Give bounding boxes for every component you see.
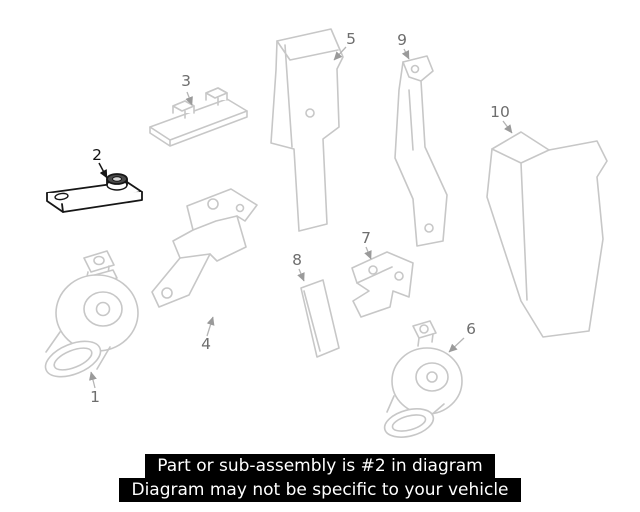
leader-arrow-5: [333, 46, 347, 61]
leader-arrow-3: [185, 91, 193, 106]
leader-arrow-2: [98, 162, 108, 179]
part-2-grommet: [106, 173, 128, 191]
part-4-bracket: [151, 188, 258, 308]
caption-line-2: Diagram may not be specific to your vehi…: [119, 478, 521, 502]
part-6-horn: [383, 320, 463, 438]
leader-arrow-4: [206, 316, 215, 337]
part-2-bracket-highlighted: [46, 173, 143, 213]
part-label-9: 9: [397, 31, 407, 49]
leader-arrow-8: [297, 268, 305, 282]
caption-line-1: Part or sub-assembly is #2 in diagram: [145, 454, 495, 478]
part-label-10: 10: [490, 103, 510, 121]
caption-banner-row-2: Diagram may not be specific to your vehi…: [0, 478, 640, 502]
part-7-angle-bracket: [351, 251, 414, 318]
leader-arrow-10: [502, 120, 513, 134]
part-3-retainer-plate: [149, 87, 248, 147]
part-8-plate: [300, 279, 340, 358]
part-5-panel: [270, 28, 344, 232]
caption-banner: Part or sub-assembly is #2 in diagram Di…: [0, 454, 640, 502]
part-1-horn: [44, 250, 139, 378]
part-10-panel: [486, 131, 608, 338]
part-label-4: 4: [201, 335, 211, 353]
part-label-6: 6: [466, 320, 476, 338]
part-label-3: 3: [181, 72, 191, 90]
part-label-5: 5: [346, 30, 356, 48]
part-label-1: 1: [90, 388, 100, 406]
part-9-support-bracket: [394, 55, 448, 247]
caption-banner-row-1: Part or sub-assembly is #2 in diagram: [0, 454, 640, 478]
part-label-8: 8: [292, 251, 302, 269]
leader-arrow-9: [401, 48, 410, 60]
callouts: 1 3 4 5 6 7 8 9 10 2: [89, 30, 513, 406]
part-label-2-highlighted: 2: [92, 146, 102, 164]
leader-arrow-6: [448, 337, 465, 353]
leader-arrow-7: [364, 246, 372, 260]
part-label-7: 7: [361, 229, 371, 247]
leader-arrow-1: [89, 371, 97, 389]
